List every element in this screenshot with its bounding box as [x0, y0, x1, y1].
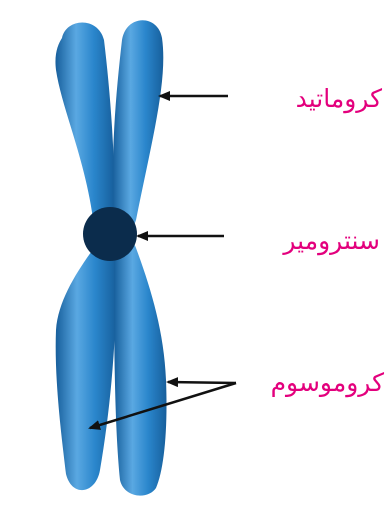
chromatid-arm-upper-right: [113, 20, 164, 232]
centromere-label: سنترومیر: [283, 228, 380, 253]
chromatid-arm-lower-right: [114, 239, 167, 495]
centromere-shape: [83, 207, 137, 261]
chromatid-label: کروماتید: [296, 86, 382, 111]
chromosome-label: کروموسوم: [271, 370, 384, 395]
chromatid-arm-upper-left: [55, 23, 114, 236]
chromosome-pointer-arrow-upper: [168, 382, 236, 383]
chromatid-arm-lower-left: [56, 239, 117, 490]
